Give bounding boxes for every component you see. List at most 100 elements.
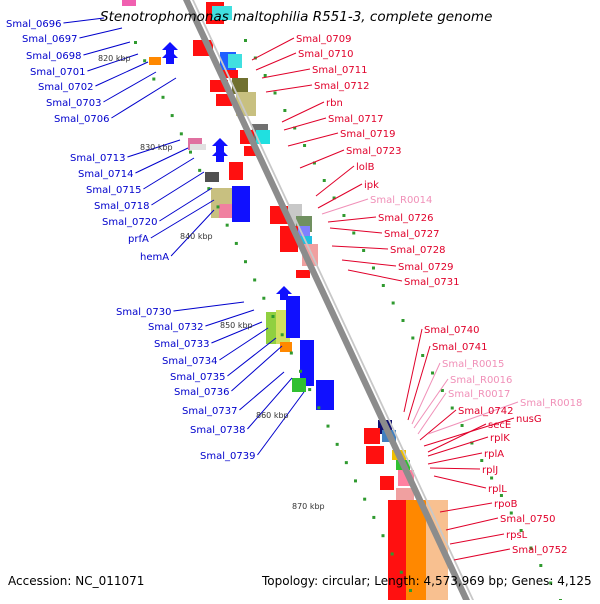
gene-block-orange: [149, 57, 161, 65]
left-connector: [111, 77, 177, 119]
right-connector: [287, 132, 339, 147]
gene-block-red-band: [388, 500, 406, 600]
left-connector: [83, 41, 131, 56]
right-gene-label: Smal_0729: [398, 262, 453, 273]
rna-gene-label: Smal_R0016: [450, 375, 512, 386]
scale-dot: [317, 406, 321, 410]
gene-block-blue: [232, 186, 250, 222]
scale-dot: [303, 144, 307, 147]
right-gene-label: rpoB: [494, 499, 518, 510]
right-gene-label: ipk: [364, 180, 379, 191]
scale-dot: [253, 278, 257, 282]
right-connector: [407, 345, 431, 421]
left-gene-label: Smal_0713: [70, 153, 125, 164]
scale-dot: [363, 497, 367, 501]
scale-label: 870 kbp: [292, 502, 325, 511]
scale-dot: [480, 459, 484, 462]
right-gene-label: Smal_0731: [404, 277, 459, 288]
right-gene-label: Smal_0711: [312, 65, 367, 76]
left-gene-label: Smal_0697: [22, 34, 77, 45]
right-connector: [299, 149, 345, 169]
scale-dot: [372, 515, 376, 519]
right-connector: [417, 392, 447, 435]
left-connector: [127, 139, 181, 158]
scale-dot: [371, 266, 375, 270]
left-gene-label: Smal_0703: [46, 98, 101, 109]
scale-dot: [440, 389, 444, 392]
right-gene-label: rplK: [490, 433, 510, 444]
gene-block-pink: [219, 204, 233, 218]
scale-dot: [234, 241, 238, 245]
scale-dot: [332, 196, 336, 200]
right-gene-label: Smal_0740: [424, 325, 479, 336]
left-gene-label: Smal_0738: [190, 425, 245, 436]
scale-dot: [401, 319, 405, 322]
right-connector: [439, 502, 493, 513]
right-gene-label: Smal_0726: [378, 213, 433, 224]
left-connector: [170, 209, 215, 257]
scale-dot: [450, 406, 454, 410]
left-connector: [219, 327, 269, 361]
right-gene-label: nusG: [516, 414, 542, 425]
right-connector: [427, 452, 483, 465]
right-gene-label: Smal_0717: [328, 114, 383, 125]
right-connector: [315, 165, 355, 197]
right-gene-label: Smal_0723: [346, 146, 401, 157]
gene-block-red: [229, 162, 243, 180]
rna-gene-label: Smal_R0014: [370, 195, 432, 206]
scale-dot: [170, 114, 174, 118]
scale-dot: [244, 39, 247, 42]
scale-dot: [352, 231, 356, 235]
right-gene-label: rplJ: [482, 465, 498, 476]
right-connector: [427, 423, 487, 453]
scale-dot: [519, 529, 523, 532]
right-connector: [331, 245, 389, 250]
right-gene-label: Smal_0742: [458, 406, 513, 417]
left-gene-label: Smal_0714: [78, 169, 133, 180]
feature-tracks: [122, 0, 448, 600]
rna-gene-label: Smal_R0017: [448, 389, 510, 400]
accession-text: Accession: NC_011071: [8, 574, 145, 588]
left-connector: [247, 377, 293, 430]
scale-dot: [326, 424, 330, 428]
left-connector: [87, 53, 139, 72]
scale-dot: [134, 41, 137, 44]
scale-dot: [529, 546, 533, 550]
scale-dot: [342, 214, 346, 217]
left-gene-labels: Smal_0696Smal_0697Smal_0698Smal_0701Smal…: [6, 19, 255, 462]
scale-dot: [362, 249, 366, 252]
scale-dot: [216, 205, 220, 209]
right-connector: [413, 378, 449, 429]
scale-dot: [344, 461, 348, 465]
right-connector: [251, 37, 295, 61]
scale-label: 850 kbp: [220, 321, 253, 330]
scale-dot: [490, 476, 494, 480]
left-connector: [211, 321, 263, 344]
right-connector: [429, 467, 481, 470]
left-connector: [159, 187, 213, 222]
scale-label: 830 kbp: [140, 143, 173, 152]
right-connector: [427, 401, 519, 435]
scale-dot: [293, 126, 297, 130]
gene-block-top-left: [122, 0, 136, 6]
gene-block-olive: [232, 78, 248, 94]
left-gene-label: Smal_0715: [86, 185, 141, 196]
scale-dot: [381, 534, 385, 538]
scale-dot: [283, 109, 287, 112]
left-gene-label: Smal_0739: [200, 451, 255, 462]
scale-dot: [460, 424, 464, 427]
rna-gene-label: Smal_R0015: [442, 359, 504, 370]
gene-block-salmon: [396, 488, 414, 502]
gene-arrow-forward: [162, 50, 178, 64]
gene-block-blue: [286, 296, 300, 338]
left-connector: [227, 337, 277, 377]
gene-block-cyan: [256, 130, 270, 144]
scale-dot: [280, 333, 284, 337]
right-connector: [403, 328, 423, 413]
scale-dot: [354, 479, 357, 483]
right-gene-label: secE: [488, 420, 511, 431]
left-connector: [95, 61, 149, 87]
right-connector: [347, 269, 403, 282]
